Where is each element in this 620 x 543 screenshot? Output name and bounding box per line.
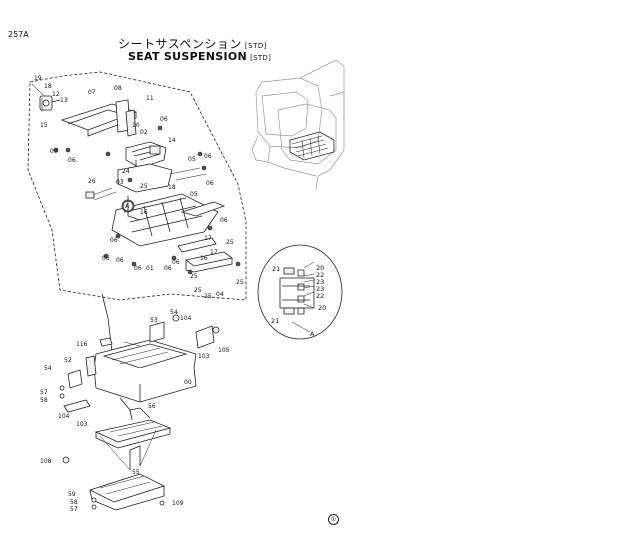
lower-label-00: 00 [184,379,192,386]
callout-label-21a: 21 [272,265,280,273]
callout-label-21b: 21 [271,317,279,325]
detail-label-02: 02 [140,129,148,136]
detail-label-06-c: 06 [204,153,212,160]
lower-label-105: 105 [218,347,230,354]
detail-label-05-b: 05 [190,191,198,198]
detail-label-10: 10 [132,122,140,129]
lower-label-53: 53 [150,317,158,324]
detail-label-01: 01 [146,265,154,272]
lower-label-57-upper: 57 [40,389,48,396]
machine-locator-sketch [251,59,345,191]
callout-label-22a: 22 [316,271,324,279]
std-tag-en: [STD] [250,54,272,62]
detail-label-25-b: 25 [226,239,234,246]
lower-label-103-left: 103 [76,421,88,428]
lower-labels: 53 54 104 116 103 105 00 52 54 57 58 104… [40,309,230,513]
lower-assembly-parts [59,314,220,511]
title-english: SEAT SUSPENSION[STD] [128,50,271,63]
detail-label-16-a: 16 [140,209,148,216]
lower-label-104-top: 104 [180,315,192,322]
std-tag-ja: [STD] [244,42,267,50]
detail-label-09: 09 [50,148,58,155]
lower-label-56: 56 [148,403,156,410]
detail-label-06-d: 06 [206,180,214,187]
lower-label-54-left: 54 [44,365,52,372]
detail-label-04: 04 [216,291,224,298]
detail-label-14: 14 [168,137,176,144]
detail-label-26: 26 [88,178,96,185]
detail-label-06-b: 06 [68,157,76,164]
detail-label-06-k: 06 [164,265,172,272]
detail-label-17-a: 17 [204,235,212,242]
detail-label-18-top: 18 [44,83,52,90]
detail-label-06-g: 06 [102,255,110,262]
callout-label-22b: 22 [316,292,324,300]
detail-label-17-b: 17 [210,249,218,256]
lower-label-52: 52 [64,357,72,364]
title-japanese: シートサスペンション[STD] [118,35,267,52]
detail-label-06-a: 06 [160,116,168,123]
callout-label-20a: 20 [316,264,324,272]
lower-label-109: 109 [172,500,184,507]
lower-label-116: 116 [76,341,88,348]
detail-labels: 19 18 12 13 15 07 08 11 10 02 06 09 06 1… [34,75,244,300]
detail-label-15: 15 [40,122,48,129]
lower-label-55: 55 [132,469,140,476]
detail-label-08: 08 [114,85,122,92]
detail-label-24: 24 [122,168,130,175]
highlighted-seat-base [289,131,335,161]
footer-mark: ① [328,514,339,525]
detail-label-06-h: 06 [116,257,124,264]
detail-label-05-a: 05 [188,156,196,163]
lower-label-54-top: 54 [170,309,178,316]
detail-label-25-e: 25 [236,279,244,286]
detail-label-25-d: 25 [194,287,202,294]
lower-label-103-right: 103 [198,353,210,360]
detail-label-25-a: 25 [140,183,148,190]
title-en-text: SEAT SUSPENSION [128,50,248,63]
detail-label-11: 11 [146,95,154,102]
callout-label-23a: 23 [316,278,324,286]
detail-label-13: 13 [60,97,68,104]
lower-label-57-lower: 57 [70,506,78,513]
detail-marker-a: A [125,203,130,210]
detail-a-callout: A 20 21 22 23 23 22 20 21 [257,244,343,340]
lower-label-104-left: 104 [58,413,70,420]
detail-label-18: 18 [168,184,176,191]
lower-label-58-upper: 58 [40,397,48,404]
detail-label-06-f: 06 [110,237,118,244]
detail-label-16-b: 16 [200,255,208,262]
callout-label-23b: 23 [316,285,324,293]
detail-label-25-f: 25 [204,293,212,300]
callout-marker-a: A [310,330,315,338]
detail-label-19: 19 [34,75,42,82]
detail-label-07: 07 [88,89,96,96]
detail-label-06-j: 06 [172,259,180,266]
detail-label-25-c: 25 [190,273,198,280]
lower-label-108: 108 [40,458,52,465]
lower-label-59: 59 [68,491,76,498]
detail-label-06-i: 06 [134,265,142,272]
detail-label-06-e: 06 [220,217,228,224]
title-ja-text: シートサスペンション [118,37,242,51]
detail-exploded-parts [31,83,241,275]
callout-label-20b: 20 [318,304,326,312]
detail-label-03: 03 [116,179,124,186]
detail-label-12: 12 [52,91,60,98]
lower-label-58-lower: 58 [70,499,78,506]
page-id: 257A [8,30,29,39]
